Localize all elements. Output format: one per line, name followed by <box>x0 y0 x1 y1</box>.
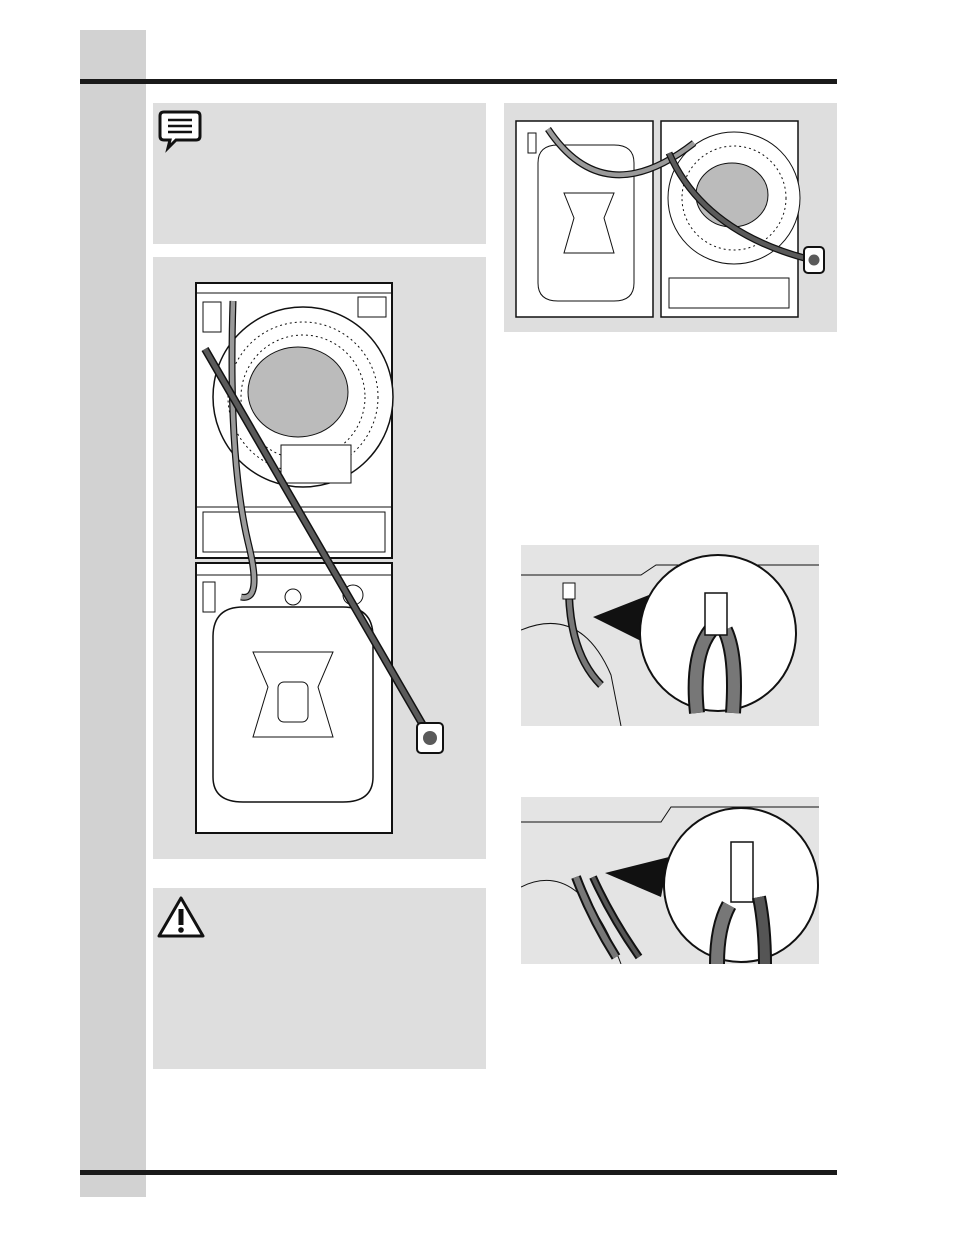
stacked-units-figure <box>153 257 486 859</box>
inlet-detail-figure-1 <box>521 545 819 726</box>
inlet-detail-figure-2 <box>521 797 819 964</box>
dryer-unit <box>195 282 394 559</box>
side-strip <box>80 30 146 1197</box>
warning-icon <box>157 896 205 938</box>
washer-rear <box>515 120 654 318</box>
side-by-side-units-rear-view <box>515 120 825 318</box>
note-box <box>153 103 486 244</box>
note-icon <box>158 110 202 153</box>
bottom-rule <box>80 1170 837 1175</box>
warning-box-art <box>157 896 205 938</box>
inlet-valve-detail-2 <box>521 806 819 964</box>
warning-box <box>153 888 486 1069</box>
side-by-side-figure <box>504 103 837 332</box>
stacked-units-rear-view <box>195 282 444 834</box>
washer-unit <box>195 562 393 834</box>
note-box-art <box>158 110 202 153</box>
top-rule <box>80 79 837 84</box>
inlet-valve-detail-1 <box>521 554 819 726</box>
